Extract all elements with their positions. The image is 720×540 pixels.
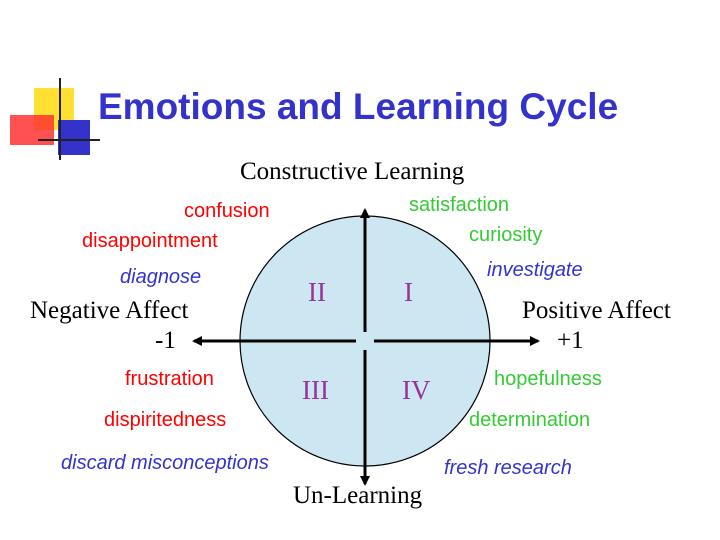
quadrant-label-4: IV [402,375,431,405]
emotion-frustration: frustration [125,368,214,390]
emotion-curiosity: curiosity [469,224,543,246]
axis-label-left: Negative Affect [30,297,189,324]
action-fresh-research: fresh research [444,457,572,479]
axis-label-right: Positive Affect [522,297,671,324]
axis-label-bottom: Un-Learning [293,482,423,509]
emotion-disappointment: disappointment [82,230,218,252]
quadrant-label-3: III [302,375,329,405]
action-investigate: investigate [487,259,583,281]
emotion-determination: determination [469,409,591,431]
quadrant-label-2: II [308,277,326,307]
emotion-dispiritedness: dispiritedness [104,409,227,431]
emotion-satisfaction: satisfaction [409,194,510,216]
emotion-hopefulness: hopefulness [494,368,602,390]
axis-value-right: +1 [557,327,584,354]
quadrant-label-1: I [404,277,413,307]
logo-blue-square [58,120,90,155]
axis-value-left: -1 [155,327,176,354]
action-diagnose: diagnose [120,266,202,288]
emotion-confusion: confusion [184,200,270,222]
axis-label-top: Constructive Learning [240,158,465,185]
action-discard-misconceptions: discard misconceptions [61,452,269,474]
logo-decoration [10,78,100,160]
page-title: Emotions and Learning Cycle [98,86,619,127]
